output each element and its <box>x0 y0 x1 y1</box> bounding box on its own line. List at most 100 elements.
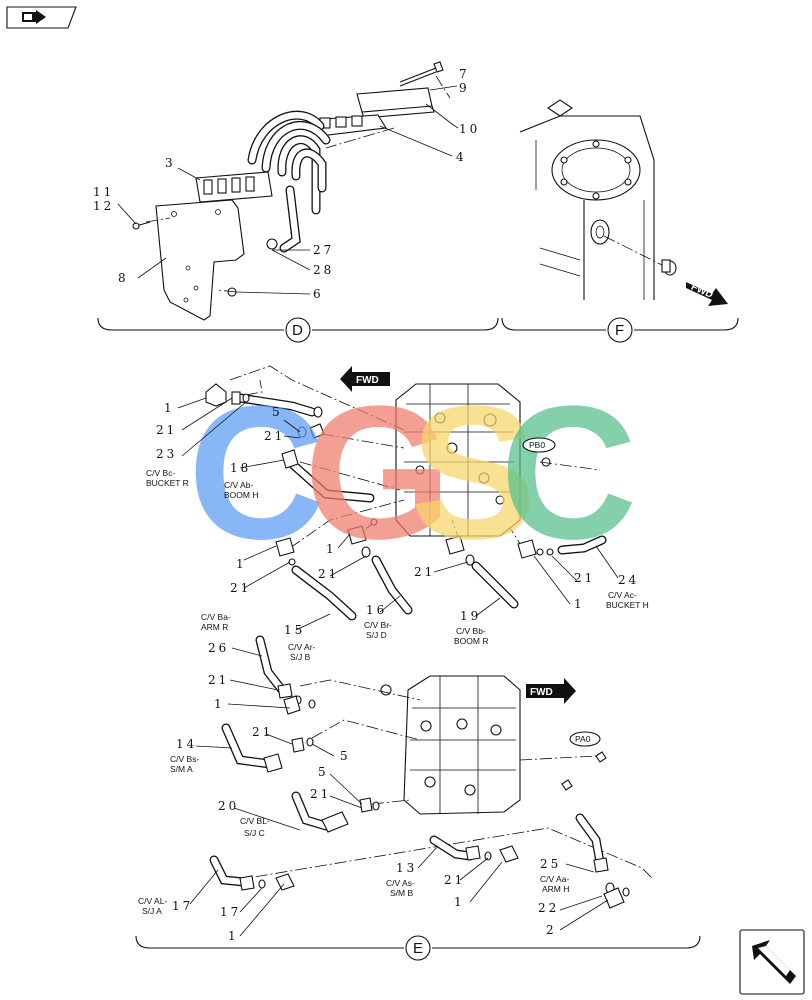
callout-21: 21 <box>252 725 273 739</box>
callout-7: 7 <box>459 67 470 81</box>
callout-14: 14 <box>176 737 197 751</box>
label-bc-2: BUCKET R <box>146 478 189 488</box>
label-ac-1: C/V Ac- <box>608 590 637 600</box>
callout-21: 21 <box>156 423 177 437</box>
previous-page-icon[interactable] <box>6 6 77 29</box>
lower-control-valve <box>380 675 607 815</box>
callout-21: 21 <box>310 787 331 801</box>
callout-28: 28 <box>313 263 334 277</box>
label-ab-2: BOOM H <box>224 490 258 500</box>
callout-25: 25 <box>540 857 561 871</box>
callout-12: 12 <box>93 199 114 213</box>
callout-4: 4 <box>456 150 467 164</box>
label-ar-2: S/J B <box>290 652 311 662</box>
fwd-label-lower: FWD <box>530 687 553 698</box>
label-ba-2: ARM R <box>201 622 228 632</box>
view-separator-f: F <box>501 317 739 343</box>
callout-21: 21 <box>208 673 229 687</box>
port-tag-pa0: PA0 <box>569 731 601 747</box>
callout-6: 6 <box>313 287 324 301</box>
upper-control-valve <box>395 383 551 537</box>
label-bs-2: S/M A <box>170 764 193 774</box>
callout-11: 11 <box>93 185 114 199</box>
label-ac-2: BUCKET H <box>606 600 649 610</box>
fwd-arrow-lower-valve: FWD <box>526 678 576 704</box>
callout-21: 21 <box>318 567 339 581</box>
callout-1: 1 <box>214 697 225 711</box>
callout-18: 18 <box>230 461 251 475</box>
label-al-2: S/J A <box>142 906 162 916</box>
lower-valve-callouts: C/V Ba- ARM R 26 21 1 21 14 C/V Bs- S/M … <box>138 612 609 943</box>
view-label-e: E <box>413 940 423 957</box>
label-bb-2: BOOM R <box>454 636 488 646</box>
view-f-assembly <box>519 99 677 300</box>
label-bb-1: C/V Bb- <box>456 626 486 636</box>
upper-valve-fittings <box>205 383 554 566</box>
label-ar-1: C/V Ar- <box>288 642 316 652</box>
callout-13: 13 <box>396 861 417 875</box>
callout-1: 1 <box>228 929 239 943</box>
view-separator-e: E <box>135 935 701 961</box>
watermark-letter-c1: C <box>188 367 325 579</box>
label-aa-1: C/V Aa- <box>540 874 569 884</box>
callout-1: 1 <box>236 557 247 571</box>
label-bc-1: C/V Bc- <box>146 468 175 478</box>
callout-24: 24 <box>618 573 639 587</box>
callout-8: 8 <box>118 271 129 285</box>
cgsc-watermark: C G S C <box>188 367 637 579</box>
callout-5: 5 <box>318 765 329 779</box>
callout-1: 1 <box>454 895 465 909</box>
callout-20: 20 <box>218 799 239 813</box>
callout-1: 1 <box>574 597 585 611</box>
callout-10: 10 <box>459 122 480 136</box>
view-label-f: F <box>615 322 624 339</box>
callout-21: 21 <box>230 581 251 595</box>
callout-9: 9 <box>459 81 470 95</box>
fwd-label-f: FWD <box>689 282 714 301</box>
next-page-icon[interactable] <box>739 929 805 995</box>
watermark-letter-g: G <box>304 367 452 579</box>
label-aa-2: ARM H <box>542 884 569 894</box>
callout-15: 15 <box>284 623 305 637</box>
callout-21: 21 <box>444 873 465 887</box>
svg-text:PA0: PA0 <box>575 734 591 744</box>
label-ba-1: C/V Ba- <box>201 612 231 622</box>
label-as-2: S/M B <box>390 888 413 898</box>
callout-21: 21 <box>574 571 595 585</box>
callout-5: 5 <box>340 749 351 763</box>
callout-19: 19 <box>460 609 481 623</box>
callout-5: 5 <box>272 405 283 419</box>
view-label-d: D <box>292 322 303 339</box>
callout-22: 22 <box>538 901 559 915</box>
fwd-arrow-view-f: FWD <box>686 282 728 306</box>
svg-text:PB0: PB0 <box>529 440 545 450</box>
watermark-letter-c2: C <box>500 367 637 579</box>
view-separator-d: D <box>97 317 499 343</box>
upper-valve-callouts: 1 21 23 C/V Bc- BUCKET R 5 21 18 C/V Ab-… <box>146 397 649 662</box>
fwd-arrow-upper-valve: FWD <box>340 366 390 392</box>
callout-16: 16 <box>366 603 387 617</box>
port-tag-pb0: PB0 <box>522 437 556 453</box>
view-d-assembly <box>132 61 451 321</box>
view-d-callouts: 7 9 10 4 3 11 12 27 28 8 6 <box>93 67 480 301</box>
callout-2: 2 <box>546 923 557 937</box>
watermark-letter-s: S <box>410 367 537 579</box>
callout-17: 17 <box>220 905 241 919</box>
label-br-1: C/V Br- <box>364 620 392 630</box>
callout-21: 21 <box>414 565 435 579</box>
callout-26: 26 <box>208 641 229 655</box>
label-al-1: C/V AL- <box>138 896 167 906</box>
callout-23: 23 <box>156 447 177 461</box>
label-as-1: C/V As- <box>386 878 415 888</box>
callout-21: 21 <box>264 429 285 443</box>
label-bl-1: C/V BL- <box>240 816 270 826</box>
callout-27: 27 <box>313 243 334 257</box>
callout-1: 1 <box>164 401 175 415</box>
label-bs-1: C/V Bs- <box>170 754 199 764</box>
lower-valve-hoses <box>209 635 605 887</box>
upper-valve-hoses <box>235 393 607 621</box>
label-ab-1: C/V Ab- <box>224 480 253 490</box>
callout-3: 3 <box>165 156 176 170</box>
